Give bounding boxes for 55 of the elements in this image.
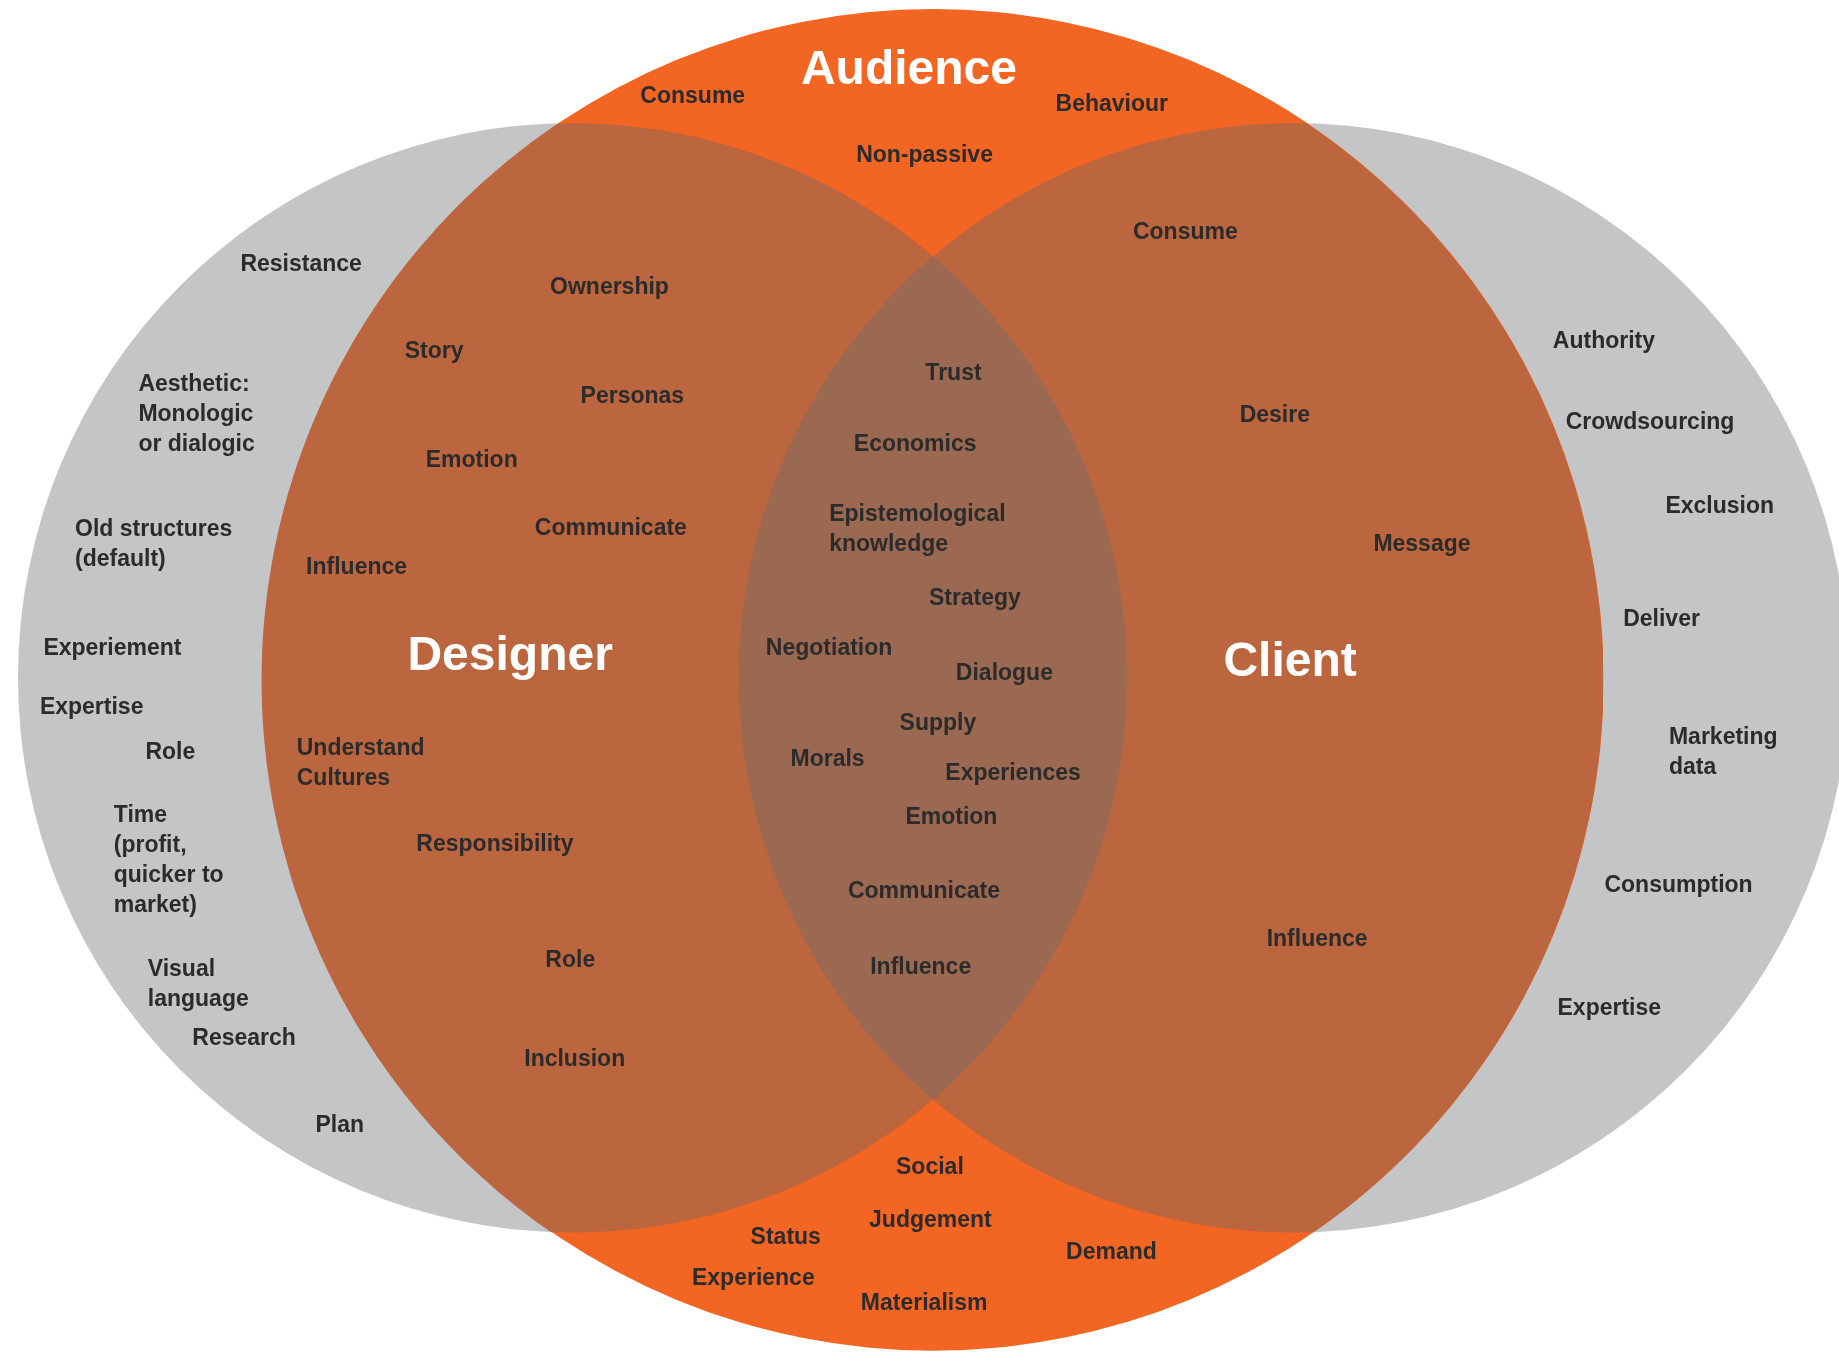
keyword-label: Morals bbox=[790, 743, 865, 773]
keyword-label: Aesthetic: Monologic or dialogic bbox=[138, 368, 256, 458]
keyword-label: Expertise bbox=[1557, 993, 1662, 1023]
keyword-label: Desire bbox=[1239, 400, 1310, 429]
keyword-label: Message bbox=[1373, 529, 1471, 558]
keyword-label: Authority bbox=[1552, 326, 1656, 356]
keyword-label: Non-passive bbox=[856, 139, 993, 169]
keyword-label: Time (profit, quicker to market) bbox=[113, 799, 225, 919]
keyword-label: Emotion bbox=[425, 444, 518, 474]
keyword-label: Marketing data bbox=[1668, 721, 1779, 781]
keyword-label: Deliver bbox=[1623, 604, 1700, 634]
keyword-label: Exclusion bbox=[1665, 491, 1775, 521]
keyword-label: Consume bbox=[1132, 217, 1238, 247]
keyword-label: Status bbox=[750, 1222, 821, 1252]
keyword-label: Demand bbox=[1066, 1237, 1157, 1267]
keyword-label: Supply bbox=[899, 708, 977, 738]
keyword-label: Judgement bbox=[869, 1204, 992, 1234]
keyword-label: Consumption bbox=[1604, 870, 1753, 900]
circle-title: Designer bbox=[407, 625, 613, 681]
keyword-label: Influence bbox=[306, 552, 408, 582]
keyword-label: Crowdsourcing bbox=[1565, 407, 1735, 437]
keyword-label: Expertise bbox=[39, 692, 144, 722]
circle-title: Client bbox=[1223, 631, 1357, 687]
keyword-label: Dialogue bbox=[955, 658, 1053, 688]
keyword-label: Understand Cultures bbox=[296, 733, 426, 793]
keyword-label: Research bbox=[192, 1022, 296, 1052]
keyword-label: Story bbox=[404, 335, 464, 365]
keyword-label: Role bbox=[145, 736, 196, 766]
keyword-label: Old structures (default) bbox=[75, 514, 234, 573]
keyword-label: Experiement bbox=[43, 633, 182, 663]
keyword-label: Role bbox=[545, 945, 596, 975]
keyword-label: Strategy bbox=[928, 582, 1021, 612]
keyword-label: Communicate bbox=[534, 512, 687, 542]
keyword-label: Experience bbox=[691, 1263, 815, 1293]
keyword-label: Epistemological knowledge bbox=[829, 498, 1007, 558]
circle-title: Audience bbox=[800, 39, 1017, 95]
keyword-label: Experiences bbox=[945, 757, 1081, 787]
keyword-label: Materialism bbox=[860, 1287, 988, 1317]
keyword-label: Personas bbox=[580, 381, 685, 411]
keyword-label: Influence bbox=[870, 952, 972, 982]
keyword-label: Consume bbox=[640, 81, 746, 110]
keyword-label: Negotiation bbox=[765, 633, 893, 663]
keyword-label: Behaviour bbox=[1055, 89, 1169, 119]
keyword-label: Visual language bbox=[147, 953, 250, 1013]
keyword-label: Ownership bbox=[550, 272, 669, 302]
keyword-label: Social bbox=[896, 1151, 964, 1181]
keyword-label: Economics bbox=[853, 429, 977, 459]
keyword-label: Responsibility bbox=[416, 829, 574, 859]
keyword-label: Influence bbox=[1266, 924, 1368, 954]
keyword-label: Emotion bbox=[905, 802, 998, 832]
keyword-label: Plan bbox=[315, 1109, 365, 1139]
keyword-label: Inclusion bbox=[524, 1043, 626, 1073]
keyword-label: Resistance bbox=[240, 248, 362, 278]
keyword-label: Communicate bbox=[847, 876, 1001, 906]
keyword-label: Trust bbox=[925, 357, 982, 387]
